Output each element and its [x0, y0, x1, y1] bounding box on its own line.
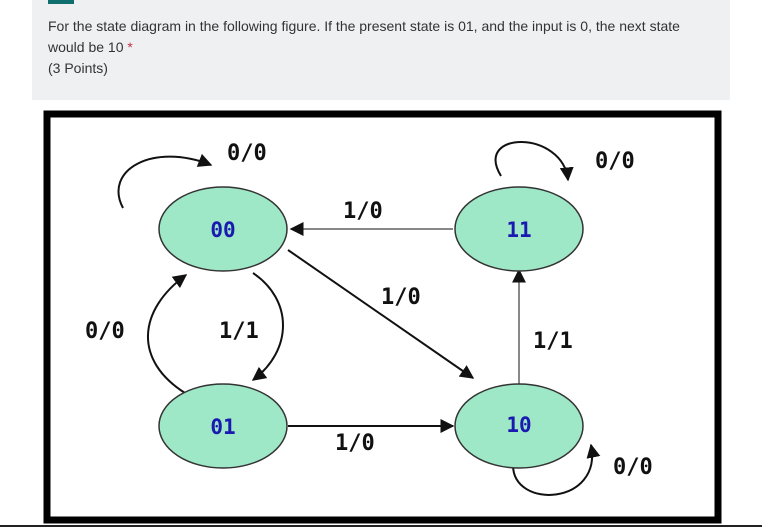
- question-prompt: For the state diagram in the following f…: [48, 18, 680, 55]
- diagram-frame: [43, 110, 722, 524]
- state-00-label: 00: [210, 218, 235, 242]
- state-11: [454, 186, 584, 272]
- state-diagram-image: 00 11 01 10 0/0 0/0 1/0 1/0 0/0 1/1 1/1 …: [43, 110, 722, 524]
- required-asterisk: *: [127, 39, 133, 55]
- state-01: [158, 383, 288, 469]
- state-10-label: 10: [506, 413, 531, 437]
- page-bottom-divider: [0, 525, 762, 527]
- question-points: (3 Points): [48, 60, 108, 76]
- edge-label-11-to-00: 1/0: [343, 199, 383, 224]
- state-11-label: 11: [506, 218, 531, 242]
- edge-label-loop-00: 0/0: [227, 141, 267, 166]
- transition-01-to-00: [147, 274, 188, 394]
- edge-label-loop-11: 0/0: [595, 149, 635, 174]
- edge-label-01-to-10: 1/0: [335, 431, 375, 456]
- transition-00-to-01: [251, 272, 284, 381]
- transition-loop-10: [512, 443, 601, 496]
- state-10: [454, 383, 584, 469]
- state-01-label: 01: [210, 415, 235, 439]
- edge-label-00-to-01: 1/1: [219, 319, 259, 344]
- edge-label-loop-10: 0/0: [613, 455, 653, 480]
- transition-00-to-10: [287, 249, 475, 379]
- state-00: [158, 186, 288, 272]
- edge-label-10-to-11: 1/1: [533, 329, 573, 354]
- transition-loop-11: [494, 141, 574, 182]
- edge-label-01-to-00: 0/0: [85, 319, 125, 344]
- transition-loop-00: [117, 153, 213, 209]
- question-accent-bar: [48, 0, 74, 4]
- question-text: For the state diagram in the following f…: [48, 16, 708, 58]
- edge-label-00-to-10: 1/0: [381, 285, 421, 310]
